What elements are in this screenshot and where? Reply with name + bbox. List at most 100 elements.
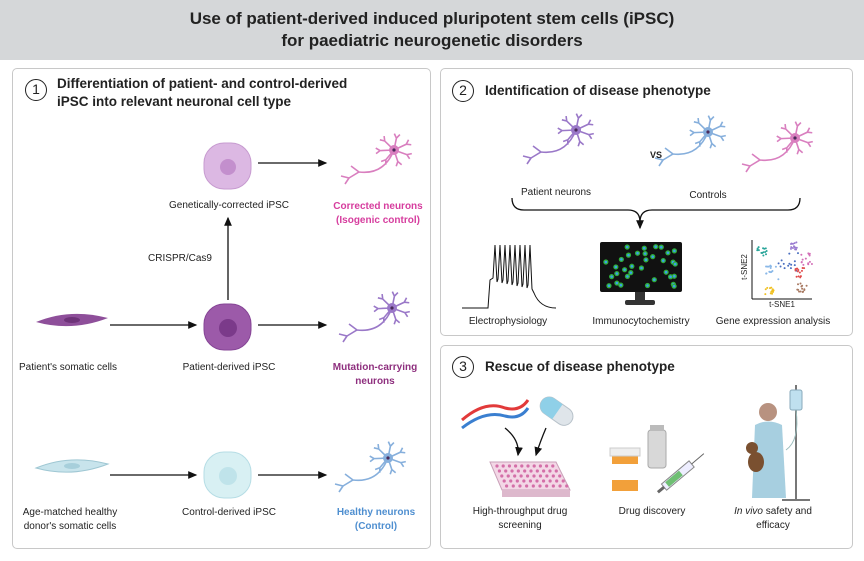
tsne-point bbox=[769, 264, 772, 267]
well bbox=[538, 484, 542, 488]
tsne-point bbox=[801, 267, 804, 270]
tsne-point bbox=[762, 254, 765, 257]
in-vivo-rest: safety and bbox=[762, 506, 812, 517]
tsne-point bbox=[764, 247, 767, 250]
tsne-point bbox=[788, 252, 791, 255]
well bbox=[513, 474, 517, 478]
well bbox=[545, 464, 549, 468]
step-number-2: 2 bbox=[452, 80, 474, 102]
tsne-point bbox=[799, 282, 802, 285]
tsne-point bbox=[798, 271, 801, 274]
healthy-somatic-cell-icon bbox=[34, 459, 110, 473]
tsne-point bbox=[771, 292, 774, 295]
well bbox=[548, 469, 552, 473]
label-vs: VS bbox=[649, 150, 663, 160]
tsne-point bbox=[771, 289, 774, 292]
label-in-vivo-line-2: efficacy bbox=[756, 520, 790, 531]
well bbox=[545, 484, 549, 488]
tsne-point bbox=[810, 263, 813, 266]
label-drug-discovery: Drug discovery bbox=[618, 506, 686, 517]
tsne-point bbox=[756, 247, 759, 250]
well bbox=[516, 469, 520, 473]
grouping-bracket bbox=[511, 197, 801, 223]
tsne-point bbox=[795, 246, 798, 249]
well bbox=[532, 464, 536, 468]
label-healthy-neurons-line-2: (Control) bbox=[354, 521, 398, 532]
dna-icon bbox=[461, 399, 530, 430]
well bbox=[538, 464, 543, 468]
vial-icon bbox=[647, 425, 667, 469]
tsne-point bbox=[789, 267, 792, 270]
tsne-point bbox=[788, 262, 791, 265]
patient-somatic-cell-icon bbox=[36, 313, 108, 327]
corrected-neuron-icon bbox=[340, 133, 412, 185]
tsne-point bbox=[793, 242, 796, 245]
arrow-dna-to-plate bbox=[504, 427, 523, 457]
label-mutation-neurons-line-1: Mutation-carrying bbox=[332, 362, 418, 373]
control-neuron-pink-icon bbox=[741, 121, 813, 173]
well bbox=[535, 469, 539, 473]
patient-with-iv-icon bbox=[746, 385, 810, 501]
well bbox=[520, 464, 524, 468]
label-healthy-neurons-line-1: Healthy neurons bbox=[336, 507, 416, 518]
well bbox=[514, 464, 518, 468]
well bbox=[526, 464, 530, 468]
tsne-point bbox=[764, 293, 767, 296]
well bbox=[518, 484, 522, 488]
tsne-point bbox=[795, 267, 798, 270]
label-corrected-neurons: Corrected neurons(Isogenic control) bbox=[333, 200, 422, 228]
well bbox=[500, 474, 504, 478]
well bbox=[497, 469, 501, 473]
label-controls: Controls bbox=[689, 190, 727, 201]
step-number-3: 3 bbox=[452, 356, 474, 378]
tsne-point bbox=[802, 263, 805, 266]
tsne-point bbox=[770, 270, 773, 273]
immunocytochemistry-monitor-icon bbox=[600, 242, 682, 305]
well bbox=[551, 464, 555, 468]
tsne-point bbox=[757, 246, 760, 249]
well bbox=[561, 479, 565, 483]
well bbox=[532, 474, 536, 478]
label-control-ipsc: Control-derived iPSC bbox=[182, 507, 276, 518]
tsne-point bbox=[805, 284, 808, 287]
tsne-point bbox=[765, 272, 768, 275]
label-mutation-neurons-line-2: neurons bbox=[355, 376, 395, 387]
label-hts-line-2: screening bbox=[498, 520, 542, 531]
well bbox=[495, 464, 499, 468]
panel-1-title-line-2: iPSC into relevant neuronal cell type bbox=[57, 94, 292, 109]
well bbox=[528, 479, 533, 483]
well bbox=[555, 479, 559, 483]
well bbox=[523, 469, 527, 473]
tsne-point bbox=[764, 288, 767, 291]
well bbox=[522, 479, 526, 483]
tsne-point bbox=[795, 241, 798, 244]
arrow-pill-to-plate bbox=[534, 427, 547, 457]
tsne-point bbox=[757, 249, 760, 252]
tsne-point bbox=[777, 278, 780, 281]
tsne-point bbox=[792, 245, 795, 248]
tsne-point bbox=[802, 290, 805, 293]
tsne-point bbox=[764, 250, 767, 253]
tsne-point bbox=[800, 253, 803, 256]
well bbox=[535, 479, 539, 483]
tsne-point bbox=[796, 270, 799, 273]
panel-phenotype-rescue bbox=[440, 345, 853, 549]
panel-1-title: Differentiation of patient- and control-… bbox=[57, 75, 347, 111]
label-gene-expression: Gene expression analysis bbox=[715, 316, 831, 327]
tsne-plot-icon bbox=[751, 240, 813, 300]
well bbox=[509, 479, 513, 483]
well bbox=[504, 469, 508, 473]
tsne-point bbox=[774, 265, 777, 268]
tsne-point bbox=[793, 260, 796, 263]
tsne-point bbox=[782, 262, 785, 265]
tsne-point bbox=[766, 286, 769, 289]
well bbox=[529, 469, 533, 473]
well bbox=[515, 479, 519, 483]
step-number-1: 1 bbox=[25, 79, 47, 101]
tsne-point bbox=[800, 260, 803, 263]
well bbox=[502, 479, 506, 483]
tsne-point bbox=[756, 249, 759, 252]
in-vivo-italic: In vivo bbox=[734, 506, 763, 517]
